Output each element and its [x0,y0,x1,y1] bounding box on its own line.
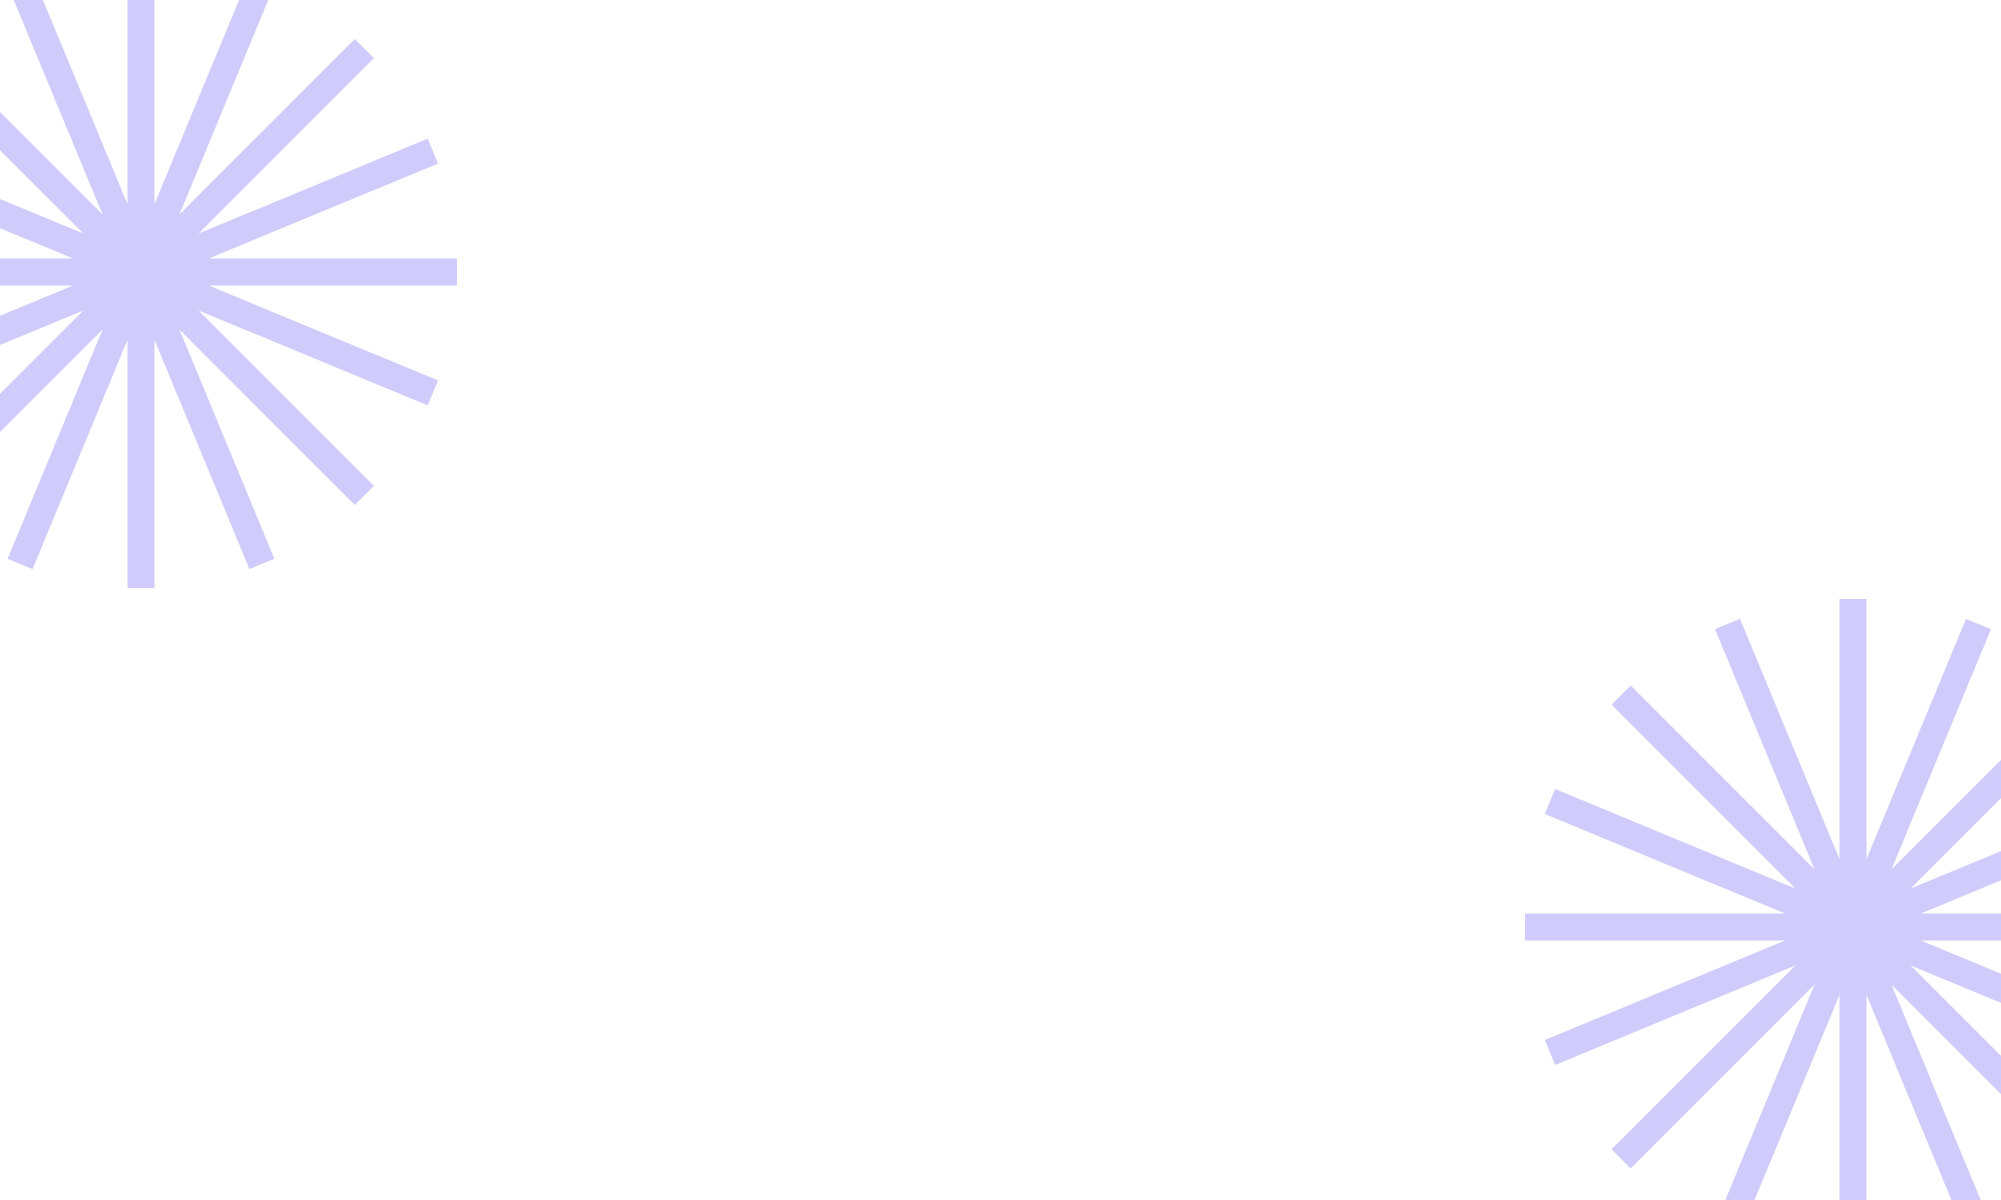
starburst-ray [128,0,269,278]
starburst-ray [1725,921,1866,1200]
starburst-ray [131,39,374,282]
starburst-ray [135,259,439,406]
starburst-ray [0,262,151,433]
starburst-ray [128,266,275,570]
starburst-ray [135,138,439,285]
starburst-hub [1809,883,1897,971]
starburst-ray [1840,618,1991,933]
starburst-ray [1840,921,1981,1200]
starburst-ray [1715,618,1866,933]
starburst-ray [0,111,151,282]
starburst-ray [131,262,374,505]
starburst-ray [1544,914,1859,1065]
starburst-ray [1843,759,2001,937]
starburst-ray [1847,851,2001,940]
starburst-icon [1525,599,2001,1200]
starburst-ray [0,198,147,285]
starburst-ray [1847,914,2001,1003]
starburst-ray [7,266,154,570]
starburst-icon [0,0,457,588]
starburst-ray [1843,917,2001,1095]
starburst-hub [97,228,185,316]
starburst-ray [1544,789,1859,940]
starburst-ray [0,259,147,346]
starburst-ray [1611,917,1863,1169]
starburst-ray [1611,685,1863,937]
starburst-ray [13,0,154,278]
